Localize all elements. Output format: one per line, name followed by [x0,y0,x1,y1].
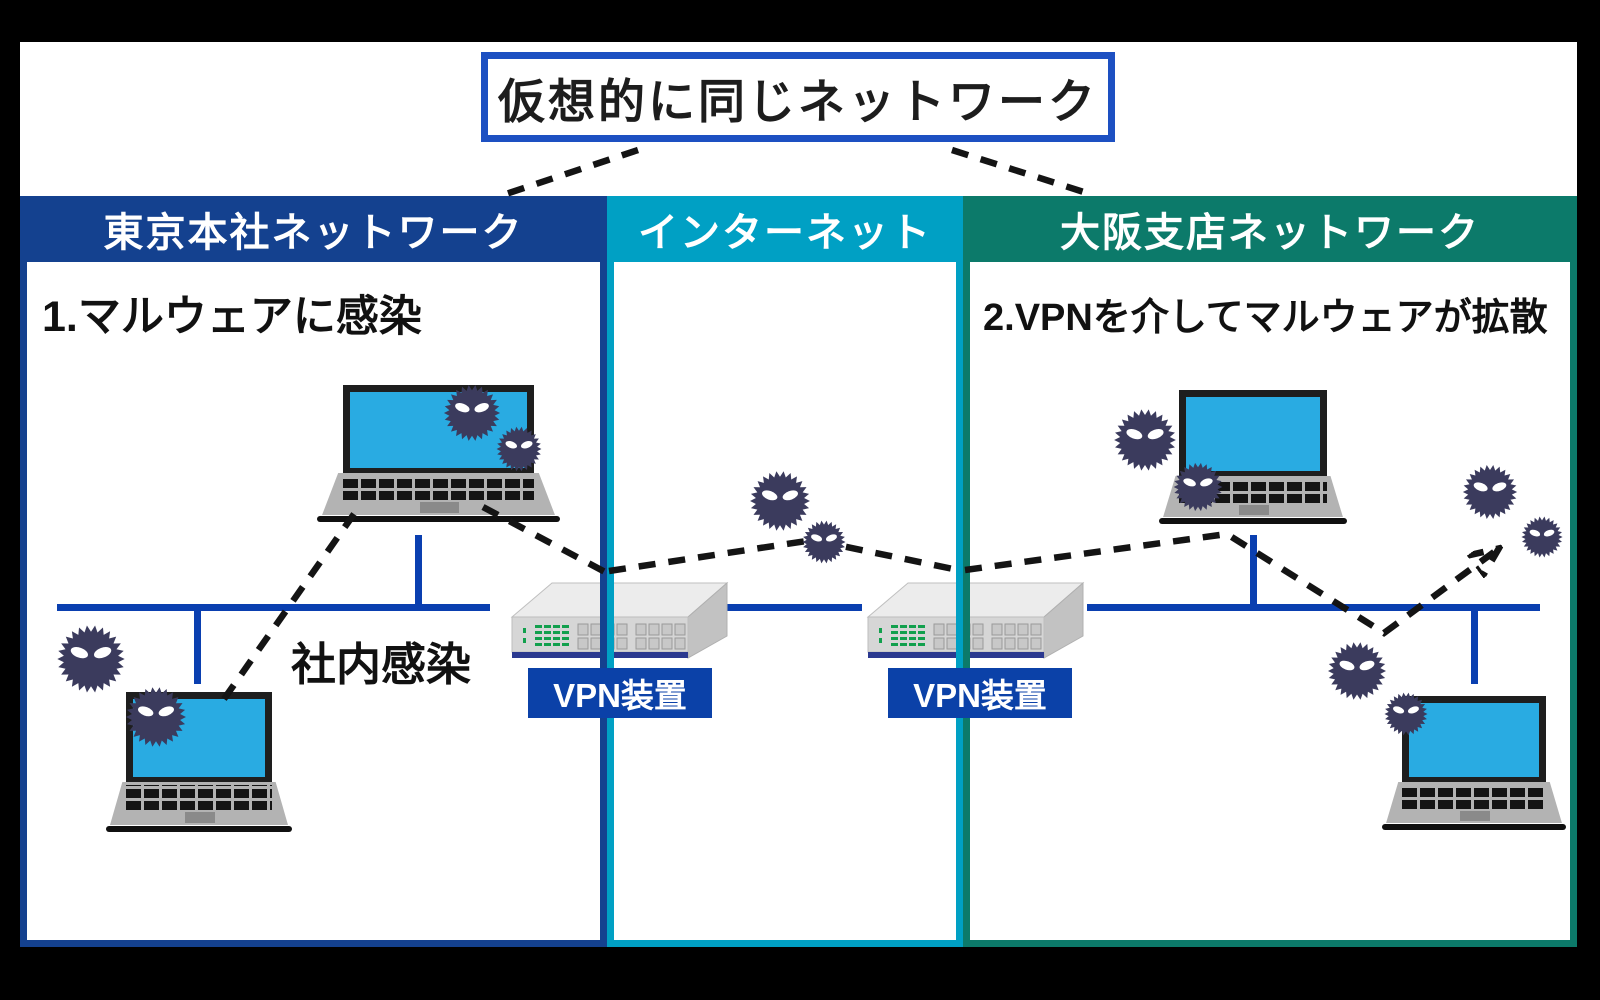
vpn-device-label-2: VPN装置 [888,668,1072,718]
laptop-trackpad [1459,810,1490,822]
title-text: 仮想的に同じネットワーク [498,74,1098,128]
malware-icon [495,425,543,473]
tokyo-bottom-border [20,940,607,947]
laptop-osaka-lan [1382,696,1566,830]
laptop-base [110,781,288,825]
band-osaka-network: 大阪支店ネットワーク [963,196,1577,262]
lan-stub-tokyo-up [415,535,422,607]
osaka-bottom-border [963,940,1577,947]
laptop-trackpad [184,811,215,823]
laptop-screen [1408,703,1540,778]
laptop-foot [106,826,292,832]
vpn-device-tokyo [505,578,735,668]
malware-icon [1461,463,1519,521]
malware-icon [1172,461,1224,513]
laptop-base [1386,781,1562,824]
laptop-foot [1159,518,1347,524]
laptop-base [322,472,555,516]
lan-line-tokyo [57,604,490,611]
tokyo-left-border [20,196,27,947]
internet-bottom-border [607,940,963,947]
laptop-screen [349,392,528,469]
vpn-device-label-1: VPN装置 [528,668,712,718]
band-tokyo-label: 東京本社ネットワーク [103,211,524,255]
section-divider-tokyo-internet [600,262,607,947]
lan-stub-tokyo-down [194,607,201,684]
label-step2-vpn-spread: 2.VPNを介してマルウェアが拡散 [983,297,1548,339]
section-divider-internet-left [607,262,614,947]
laptop-keyboard [126,785,272,810]
laptop-trackpad [419,502,460,513]
laptop-tokyo-infected [317,385,560,522]
laptop-screen [1186,397,1320,472]
laptop-trackpad [1238,504,1270,516]
band-internet-label: インターネット [638,211,932,255]
vpn-tunnel-line [727,604,862,611]
laptop-keyboard [342,476,535,501]
lan-stub-osaka-up [1250,535,1257,607]
malware-icon [1326,640,1388,702]
laptop-lid [1179,390,1327,479]
laptop-keyboard [1401,785,1547,809]
malware-icon [442,383,502,443]
osaka-right-border [1570,196,1577,947]
laptop-foot [317,516,560,522]
label-internal-infection: 社内感染 [291,639,472,690]
laptop-lid [1401,696,1547,785]
malware-icon [124,685,188,749]
band-osaka-label: 大阪支店ネットワーク [1060,211,1480,255]
label-step1-malware-infection: 1.マルウェアに感染 [42,293,422,341]
malware-icon [801,519,847,565]
malware-icon [1520,515,1564,559]
section-divider-internet-osaka [963,262,970,947]
laptop-foot [1382,824,1566,830]
malware-icon [1112,407,1178,473]
malware-icon [1383,691,1429,737]
band-tokyo-network: 東京本社ネットワーク [20,196,607,262]
title-box: 仮想的に同じネットワーク [481,52,1115,142]
laptop-lid [342,385,535,476]
malware-icon [55,623,127,695]
lan-stub-osaka-down [1471,607,1478,684]
band-internet: インターネット [607,196,963,262]
section-divider-internet-right [956,262,963,947]
vpn-device-osaka [861,578,1091,668]
